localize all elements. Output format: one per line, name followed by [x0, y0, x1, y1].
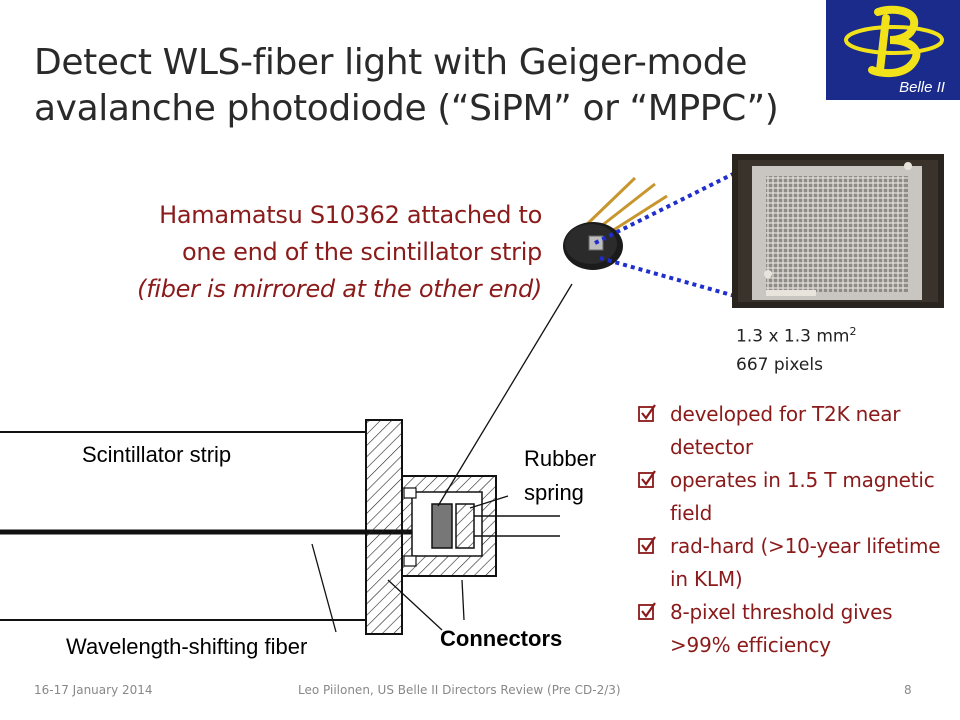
- feature-text: rad-hard (>10-year lifetime in KLM): [670, 534, 941, 591]
- feature-text: operates in 1.5 T magnetic field: [670, 468, 935, 525]
- rubber-label-line-1: Rubber: [524, 446, 596, 471]
- chip-caption: 1.3 x 1.3 mm2 667 pixels: [736, 318, 856, 379]
- rubber-label-line-2: spring: [524, 480, 584, 505]
- scintillator-strip-label: Scintillator strip: [82, 442, 231, 467]
- intro-text: Hamamatsu S10362 attached to one end of …: [137, 197, 542, 308]
- mppc-package-photo: [563, 176, 668, 270]
- intro-line-2: one end of the scintillator strip: [182, 238, 542, 266]
- mppc-chip-photo: [732, 154, 944, 308]
- chip-pixel-grid: [766, 176, 908, 292]
- footer-presenter: Leo Piilonen, US Belle II Directors Revi…: [298, 683, 621, 697]
- wls-fiber-label: Wavelength-shifting fiber: [66, 634, 307, 659]
- footer-date: 16-17 January 2014: [34, 683, 153, 697]
- checkbox-icon: [638, 536, 656, 554]
- feature-item: 8-pixel threshold gives >99% efficiency: [638, 596, 948, 662]
- footer-page-number: 8: [904, 683, 912, 697]
- intro-note: (fiber is mirrored at the other end): [137, 275, 542, 303]
- chip-size-exponent: 2: [849, 325, 857, 338]
- checkbox-icon: [638, 470, 656, 488]
- feature-text: 8-pixel threshold gives >99% efficiency: [670, 600, 893, 657]
- logo-text: Belle II: [899, 79, 945, 96]
- chip-size-text: 1.3 x 1.3 mm: [736, 326, 850, 347]
- slide-title: Detect WLS-fiber light with Geiger-mode …: [34, 42, 779, 129]
- chip-pixels-text: 667 pixels: [736, 354, 823, 375]
- connectors-label: Connectors: [440, 626, 562, 651]
- checkbox-icon: [638, 602, 656, 620]
- scintillator-assembly-diagram: Scintillator strip Rubber spring Wavelen…: [0, 280, 620, 700]
- checkbox-icon: [638, 404, 656, 422]
- feature-item: operates in 1.5 T magnetic field: [638, 464, 948, 530]
- feature-text: developed for T2K near detector: [670, 402, 901, 459]
- feature-item: developed for T2K near detector: [638, 398, 948, 464]
- feature-item: rad-hard (>10-year lifetime in KLM): [638, 530, 948, 596]
- intro-line-1: Hamamatsu S10362 attached to: [159, 201, 542, 229]
- feature-list: developed for T2K near detector operates …: [638, 398, 948, 662]
- belle-ii-logo: Belle II: [826, 0, 960, 100]
